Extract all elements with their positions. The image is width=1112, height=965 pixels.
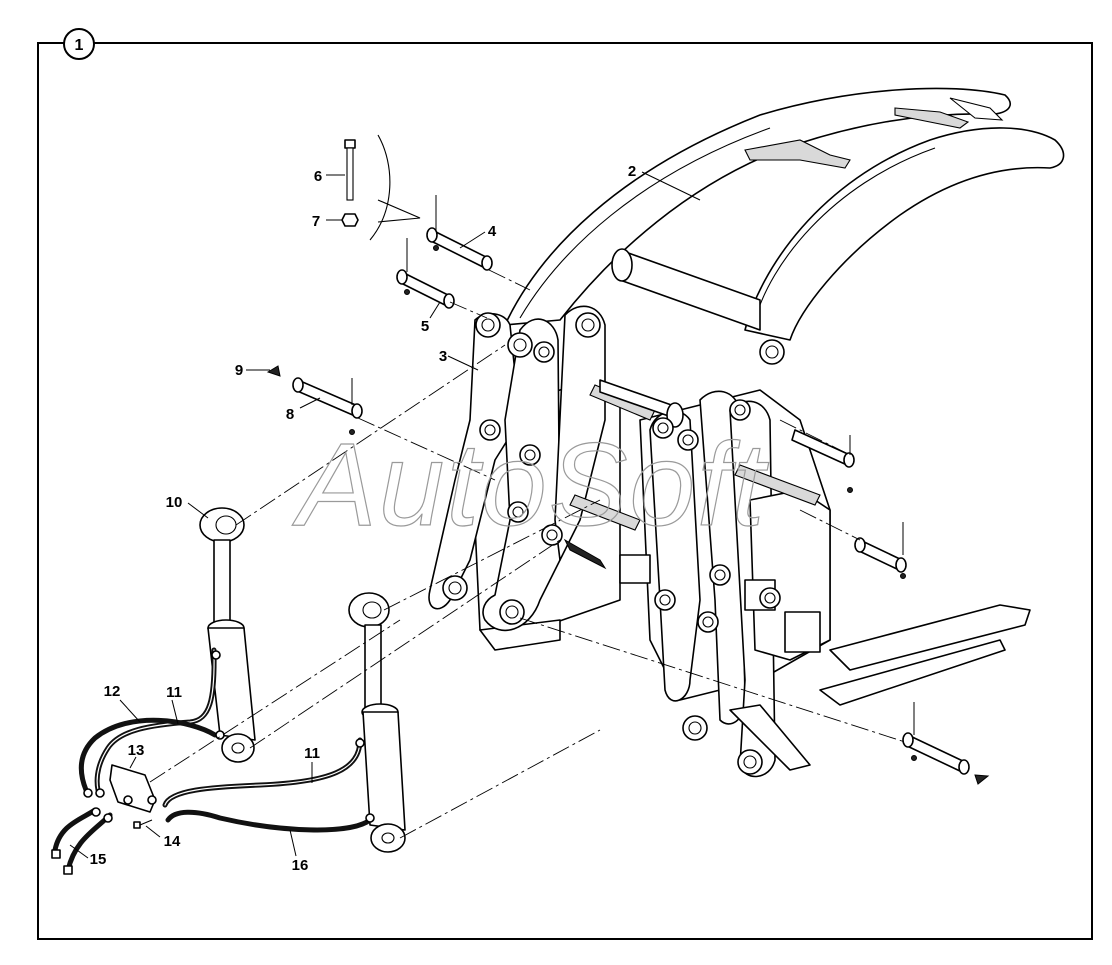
sheet-number: 1	[75, 37, 84, 54]
hidden-view-arc	[369, 134, 421, 241]
hydraulic-hoses	[52, 647, 373, 873]
right-pin-lower	[854, 522, 907, 579]
loader-frame-part-2	[504, 87, 1065, 341]
hydraulic-cylinder-left	[199, 507, 256, 763]
watermark-text: AutoSoft	[292, 419, 769, 551]
grease-fitting-part-9	[266, 365, 281, 377]
nut-part-7	[341, 213, 359, 227]
callout-2: 2	[628, 163, 636, 180]
callout-4: 4	[488, 223, 497, 240]
callout-6: 6	[314, 168, 322, 185]
callout-leaders	[69, 171, 701, 859]
callout-7: 7	[312, 213, 320, 230]
callout-10: 10	[166, 494, 183, 511]
callout-16: 16	[292, 857, 309, 874]
callout-5: 5	[421, 318, 429, 335]
callout-13: 13	[128, 742, 145, 759]
right-pin-upper	[791, 429, 855, 493]
callout-14: 14	[164, 833, 181, 850]
callout-9: 9	[235, 362, 243, 379]
hydraulic-cylinder-right	[348, 592, 406, 853]
hose-fittings	[51, 650, 375, 875]
coupler-assembly-part-3	[428, 305, 1031, 778]
callout-11-upper: 11	[166, 684, 182, 701]
callout-8: 8	[286, 406, 294, 423]
bolt-part-14	[133, 819, 153, 829]
pin-part-4	[426, 195, 493, 271]
callout-11-lower: 11	[304, 745, 320, 762]
diagram-frame	[37, 42, 1093, 940]
callout-3: 3	[439, 348, 447, 365]
callout-labels: 2 3 4 5 6 7 8 9 10 11 11 12 13 14 15 16	[90, 163, 637, 874]
pin-part-5	[396, 238, 455, 309]
valve-block-part-13	[109, 764, 157, 813]
assembly-centerlines	[149, 269, 906, 839]
callout-12: 12	[104, 683, 121, 700]
pin-part-8	[292, 377, 363, 435]
callout-15: 15	[90, 851, 107, 868]
right-pin-bottom	[902, 702, 990, 785]
pin-bosses	[442, 312, 785, 775]
bolt-part-6	[344, 139, 356, 201]
sheet-number-badge: 1	[63, 28, 95, 60]
